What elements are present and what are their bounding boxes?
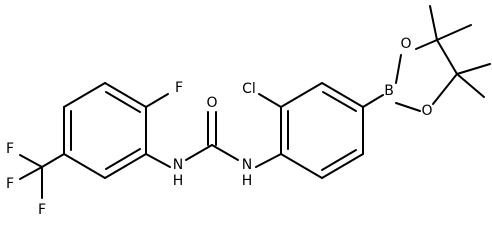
bond [211,144,239,161]
bond [104,153,147,179]
bond [19,166,43,180]
bond [145,153,171,168]
bond [105,148,141,170]
bond [395,54,402,84]
bond [63,153,106,179]
bond [362,94,384,108]
atom-label-o: O [206,95,217,111]
atom-label-n: N [242,157,252,173]
bond [145,93,169,108]
bond [104,82,147,108]
bond [322,91,357,112]
chemical-structure-diagram: F F F F O N H N H Cl B O O [6,5,491,218]
atom-labels: F F F F O N H N H Cl B O O [6,36,433,218]
bond [432,73,458,105]
atom-label-h: H [173,173,184,189]
bond [436,24,472,41]
bond [321,149,357,171]
bond [436,39,458,75]
bond [456,63,491,75]
structure-canvas: F F F F O N H N H Cl B O O [5,5,491,218]
atom-label-f: F [175,80,183,96]
bond [395,102,421,112]
bond [280,82,323,108]
bond [321,153,364,179]
bond [105,91,141,113]
bond [280,153,323,179]
bond [258,93,282,108]
bond [185,144,213,161]
bond [19,154,43,168]
atom-label-o: O [400,36,411,52]
bond [415,39,438,50]
atom-label-f: F [6,141,14,157]
atom-label-cl: Cl [242,81,256,97]
bond [429,5,438,41]
bond [321,82,364,108]
bond [63,82,106,108]
bonds [19,5,491,199]
atom-label-f: F [38,202,46,218]
atom-label-o: O [421,103,432,119]
atom-label-b: B [384,83,394,99]
bond [456,73,485,98]
bond [255,153,282,168]
atom-label-f: F [6,176,14,192]
atom-label-h: H [242,173,253,189]
bond [41,153,65,168]
atom-label-n: N [173,157,183,173]
